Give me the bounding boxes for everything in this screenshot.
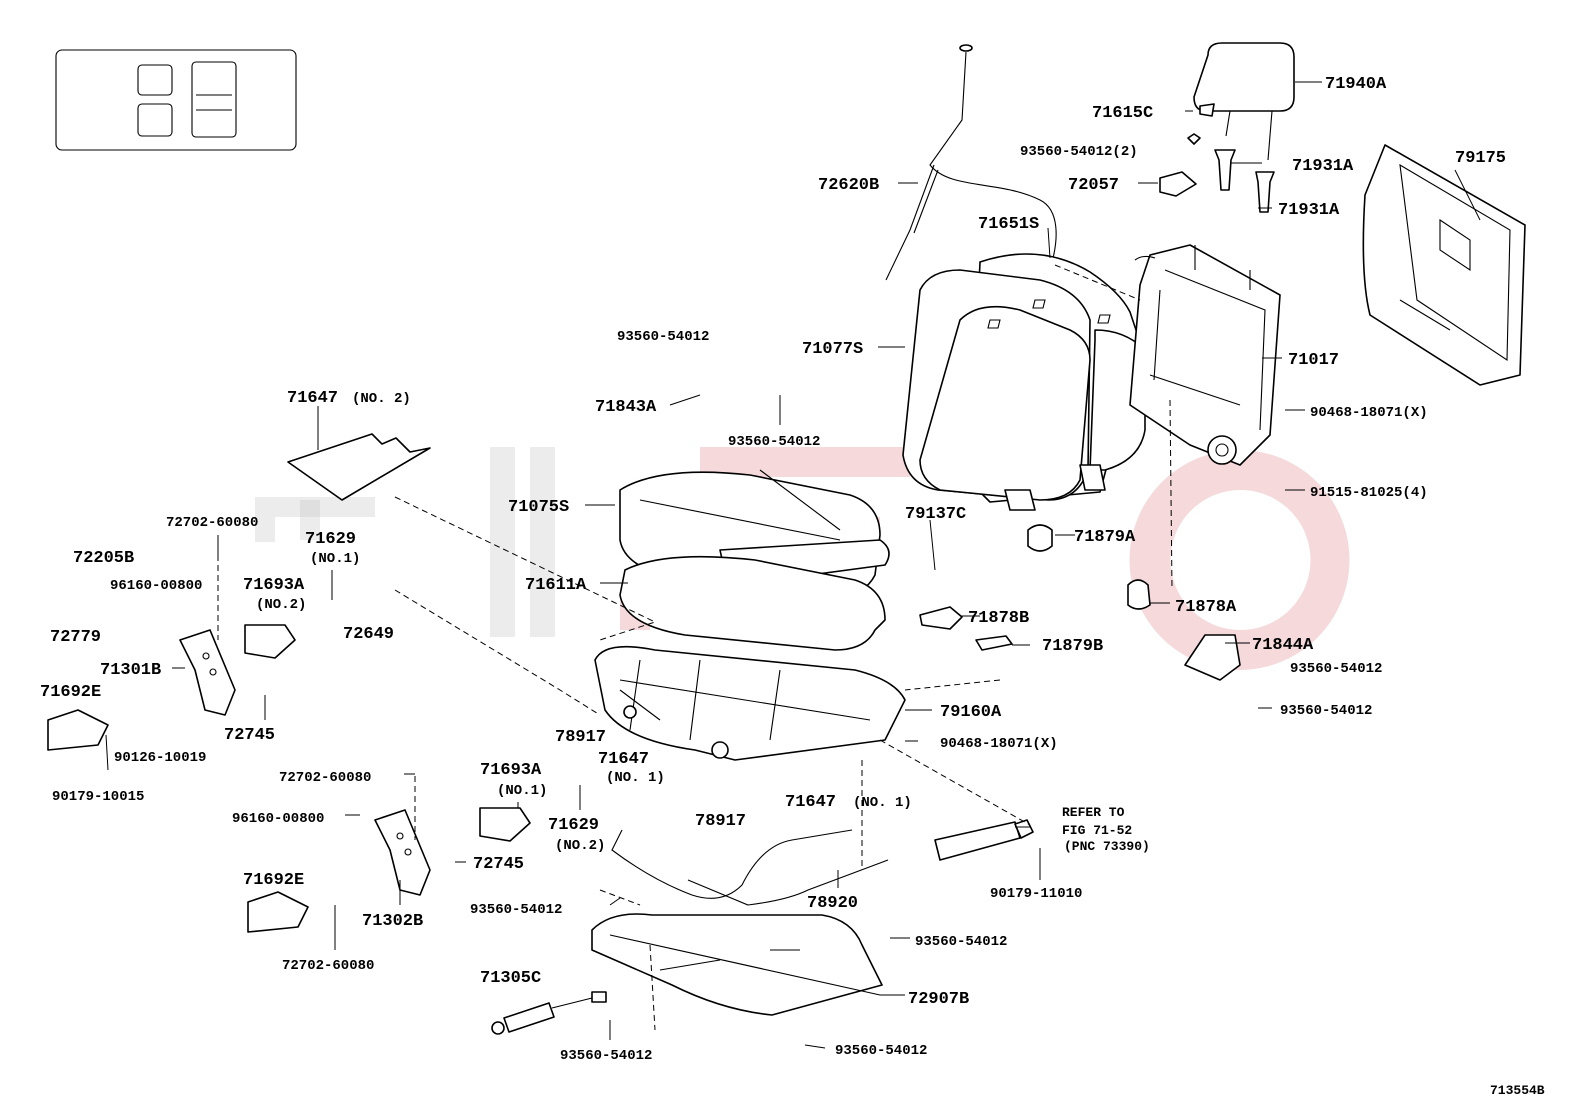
callout-c12: 93560-54012 (617, 329, 709, 345)
callout-c43: 78917 (555, 728, 606, 747)
callout-c64: 93560-54012 (470, 902, 562, 918)
seat-location-inset (55, 49, 297, 151)
callout-c11: 71077S (802, 340, 863, 359)
callout-c9: 71651S (978, 215, 1039, 234)
callout-c40: 79160A (940, 703, 1002, 722)
callout-c47: 90179-10015 (52, 789, 144, 805)
callout-c8: 79175 (1455, 149, 1506, 168)
callout-c27: 71693A (243, 576, 305, 595)
gas-strut (491, 991, 607, 1035)
callout-c70: 93560-54012 (560, 1048, 652, 1064)
callout-c71: 93560-54012 (835, 1043, 927, 1059)
callout-c37: 71301B (100, 661, 161, 680)
inset-frame (55, 49, 297, 151)
callout-c49: 71693A (480, 761, 542, 780)
seat-cushion (619, 469, 890, 651)
inset-seat-front-left (137, 103, 173, 137)
callout-c24: (NO.1) (310, 551, 360, 567)
inset-seat-highlighted (191, 61, 237, 138)
callout-c57: REFER TO (1062, 805, 1125, 820)
recliner-covers (919, 524, 1241, 681)
callout-c13: 71843A (595, 398, 657, 417)
callout-c48: 72702-60080 (279, 770, 371, 786)
callout-c26: 96160-00800 (110, 578, 202, 594)
callout-c5: 71931A (1278, 201, 1340, 220)
callout-c53: (NO. 1) (853, 795, 912, 811)
callout-c36: 93560-54012 (1290, 661, 1382, 677)
callout-c1: 71940A (1325, 75, 1387, 94)
callout-c52: 71647 (785, 793, 836, 812)
callout-c45: (NO. 1) (606, 770, 665, 786)
callout-c6: 72057 (1068, 176, 1119, 195)
callout-c66: 93560-54012 (915, 934, 1007, 950)
callout-c51: 78917 (695, 812, 746, 831)
callout-c15: 90468-18071(X) (1310, 405, 1428, 421)
recliner-hinge-right (374, 809, 431, 896)
callout-c35: 71844A (1252, 636, 1314, 655)
callout-c58: FIG 71-52 (1062, 823, 1132, 838)
seatback-rear-board (1362, 144, 1526, 386)
callout-c55: 71629 (548, 816, 599, 835)
callout-c50: (NO.1) (497, 783, 547, 799)
seat-belt-buckle (934, 819, 1034, 861)
callout-c2: 71615C (1092, 104, 1153, 123)
lower-frame (591, 913, 883, 1016)
diagram-id-label: 713554B (1490, 1083, 1545, 1098)
callout-c19: 71075S (508, 498, 569, 517)
callout-c18: 91515-81025(4) (1310, 485, 1428, 501)
callout-c61: 71692E (243, 871, 304, 890)
callout-c25: 72205B (73, 549, 134, 568)
callout-labels: 71940A 71615C 93560-54012(2) 71931A 71931A 72… (40, 75, 1506, 1064)
callout-c31: 72649 (343, 625, 394, 644)
callout-c68: 71305C (480, 969, 541, 988)
callout-c14: 93560-54012 (728, 434, 820, 450)
callout-c17: (NO. 2) (352, 391, 411, 407)
callout-c63: 78920 (807, 894, 858, 913)
callout-c32: 71878B (968, 609, 1029, 628)
callout-c22: 72702-60080 (166, 515, 258, 531)
headrest (1193, 42, 1295, 161)
callout-c16: 71647 (287, 389, 338, 408)
callout-c69: 72907B (908, 990, 969, 1009)
seatback-frame (1129, 244, 1281, 466)
headrest-support-guides (1159, 103, 1275, 213)
callout-c23: 71629 (305, 530, 356, 549)
callout-c30: 72779 (50, 628, 101, 647)
cushion-frame (594, 645, 906, 761)
callout-c33: 71878A (1175, 598, 1237, 617)
callout-c20: 79137C (905, 505, 966, 524)
callout-c4: 71931A (1292, 157, 1354, 176)
release-cable (885, 44, 1057, 281)
callout-c59: (PNC 73390) (1064, 839, 1150, 854)
callout-c3: 93560-54012(2) (1020, 144, 1138, 160)
callout-c28: (NO.2) (256, 597, 306, 613)
callout-c38: 71692E (40, 683, 101, 702)
callout-c29: 71611A (525, 576, 587, 595)
callout-c7: 72620B (818, 176, 879, 195)
callout-c54: 96160-00800 (232, 811, 324, 827)
callout-c60: 72745 (473, 855, 524, 874)
callout-c46: 90468-18071(X) (940, 736, 1058, 752)
callout-c21: 71879A (1074, 528, 1136, 547)
release-cable-lower (611, 829, 889, 906)
inset-seat-rear-left (137, 64, 173, 96)
callout-c42: 90126-10019 (114, 750, 206, 766)
callout-c39: 93560-54012 (1280, 703, 1372, 719)
assembly-guide-lines (217, 264, 1173, 1031)
callout-c56: (NO.2) (555, 838, 605, 854)
callout-c34: 71879B (1042, 637, 1103, 656)
recliner-hinge-left (179, 629, 236, 716)
callout-c44: 71647 (598, 750, 649, 769)
hinge-covers (47, 624, 531, 933)
seatback-assembly (902, 253, 1146, 511)
pad-no2 (287, 433, 431, 501)
callout-c41: 72745 (224, 726, 275, 745)
callout-c67: 72702-60080 (282, 958, 374, 974)
callout-c10: 71017 (1288, 351, 1339, 370)
callout-c62: 90179-11010 (990, 886, 1082, 902)
callout-c65: 71302B (362, 912, 423, 931)
